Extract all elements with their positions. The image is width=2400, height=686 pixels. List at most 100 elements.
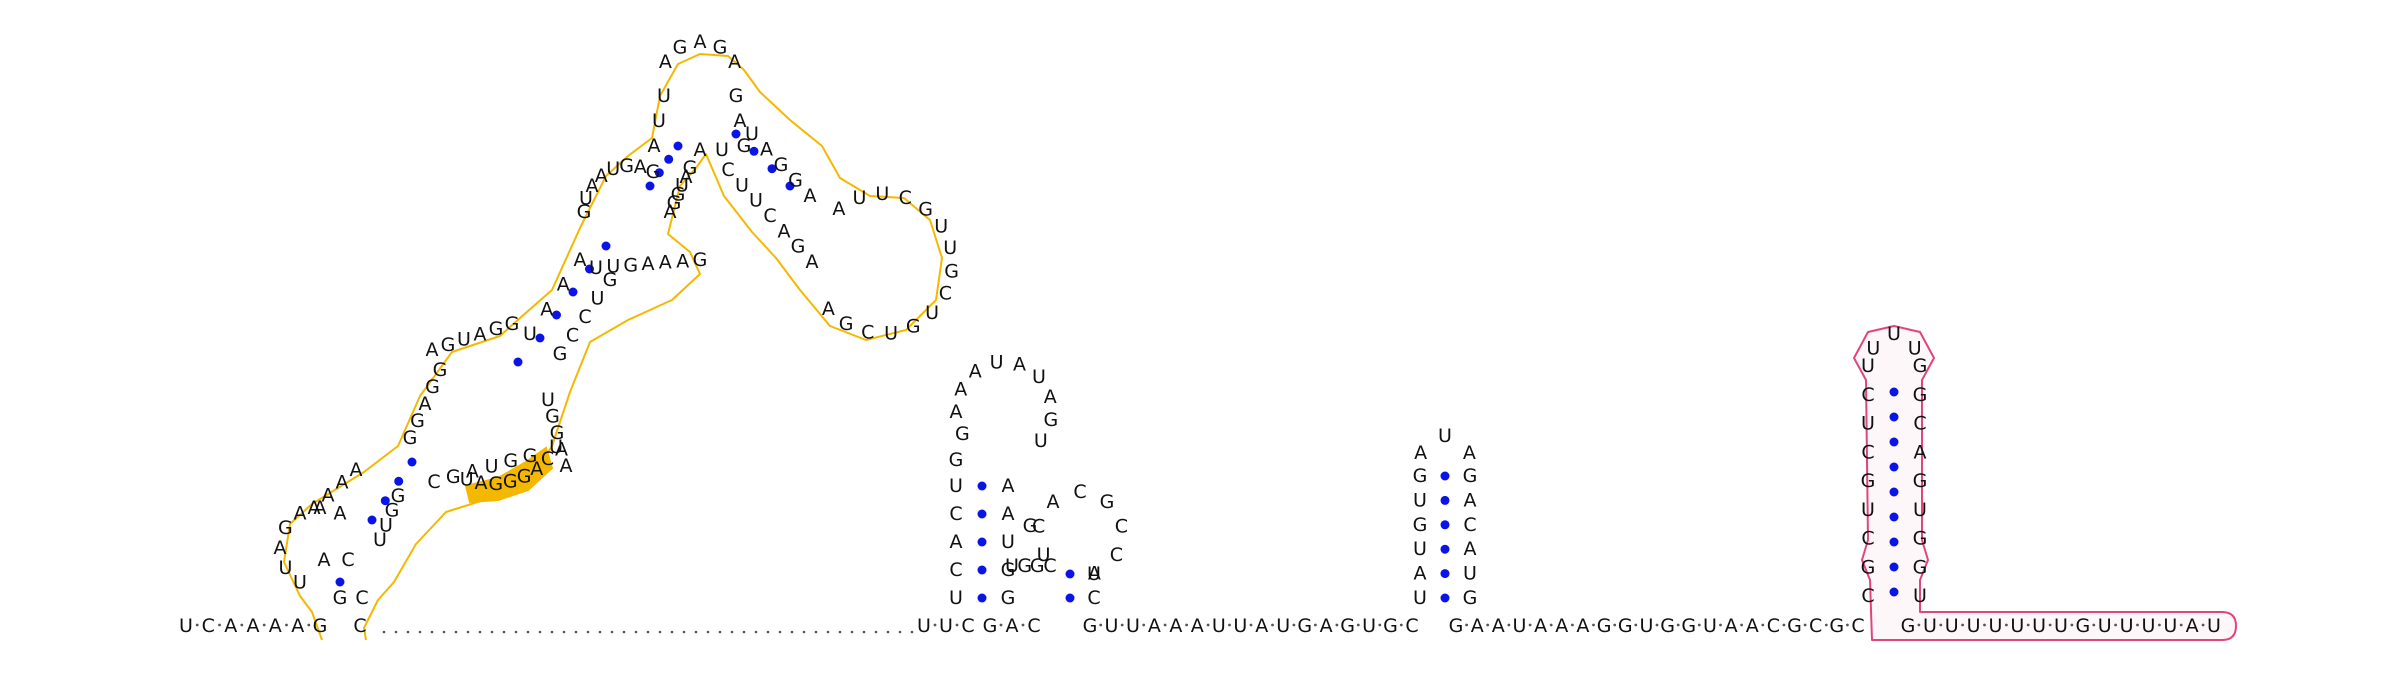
exterior-strand: G [1383, 615, 1398, 637]
hairpin-loop-3: U [852, 187, 866, 209]
stem-strand: U [949, 475, 963, 497]
linker-dot [622, 630, 626, 634]
stem-strand: U [485, 455, 499, 477]
base-pair-dot [654, 168, 664, 178]
stem-strand: G [671, 183, 686, 205]
nucleotide-closing-c: C [355, 587, 368, 609]
orange-domain-outline [283, 53, 943, 641]
hairpin-loop-5: A [1088, 563, 1101, 585]
stem-strand: A [574, 249, 587, 271]
base-pair-dot [1889, 587, 1899, 597]
linker-dot [418, 630, 422, 634]
exterior-strand: U [1126, 615, 1140, 637]
exterior-strand: A [1148, 615, 1161, 637]
exterior-strand: G [1449, 615, 1464, 637]
backbone-dot [1740, 623, 1743, 627]
backbone-dot [1697, 623, 1701, 627]
exterior-strand-3prime: U [2010, 615, 2024, 637]
exterior-strand: A [1191, 615, 1204, 637]
backbone-dot [1613, 623, 1617, 627]
internal-loop: A [634, 156, 647, 178]
multiloop: A [475, 472, 488, 494]
exterior-strand-5prime: A [269, 615, 282, 637]
stem-strand: A [1002, 475, 1015, 497]
linker-dot [766, 630, 770, 634]
base-pair-dot [1440, 495, 1450, 505]
stem-strand: G [791, 236, 806, 258]
base-pair-dot [407, 457, 417, 467]
exterior-strand: U [1703, 615, 1717, 637]
base-pair-dot [977, 537, 987, 547]
stem-strand: C [578, 306, 591, 328]
linker-dot [730, 630, 734, 634]
linker-dot [382, 630, 386, 634]
backbone-dot [2158, 623, 2161, 627]
linker-dot [550, 630, 554, 634]
stem-strand: C [566, 325, 579, 347]
stem-strand: G [505, 313, 520, 335]
hairpin-loop-3: U [884, 322, 898, 344]
exterior-strand-5prime: A [247, 615, 260, 637]
hairpin-loop-3: A [832, 198, 845, 220]
base-pair-dot [1889, 462, 1899, 472]
base-pair-dot [767, 164, 777, 174]
hairpin-loop-1: A [294, 502, 307, 524]
hairpin-loop-3: U [934, 216, 948, 238]
stem-strand: U [745, 123, 759, 145]
stem-strand: A [760, 139, 773, 161]
backbone-dot [240, 623, 244, 627]
base-pair-dot [673, 141, 683, 151]
backbone-dot [1507, 623, 1511, 627]
backbone-dot [195, 623, 199, 627]
exterior-strand: U [1362, 615, 1376, 637]
hairpin-loop-4: A [1044, 386, 1057, 408]
stem-strand: A [1464, 538, 1477, 560]
base-pair-dot [1889, 512, 1899, 522]
backbone-dots-layer [195, 623, 2205, 634]
stem-strand: G [1913, 556, 1928, 578]
exterior-strand-5prime: U [179, 615, 193, 637]
stem-strand: A [336, 472, 349, 494]
exterior-strand: U [939, 615, 953, 637]
nucleotide: G [949, 449, 964, 471]
base-pair-dot [1889, 412, 1899, 422]
hairpin-loop-1: A [274, 537, 287, 559]
exterior-strand-5prime: A [224, 615, 237, 637]
linker-dot [778, 630, 782, 634]
stem-strand: U [715, 139, 729, 161]
stem-strand: G [1913, 384, 1928, 406]
linker-dot [514, 630, 518, 634]
linker-dot [718, 630, 722, 634]
stem-strand: A [557, 274, 570, 296]
base-pair-dot [645, 181, 655, 191]
internal-loop: A [595, 165, 608, 187]
stem-strand: A [426, 339, 439, 361]
backbone-dot [1917, 623, 1921, 627]
hairpin-loop-3: G [918, 198, 933, 220]
hairpin-loop-7: U [1908, 338, 1922, 360]
stem-strand: G [737, 135, 752, 157]
nucleotide-2: C [341, 549, 354, 571]
hairpin-loop-5: A [1047, 491, 1060, 513]
exterior-strand-3prime: U [2207, 615, 2221, 637]
hairpin-loop-5: G [1100, 491, 1115, 513]
stem-strand: U [1005, 555, 1019, 577]
exterior-strand: G [1618, 615, 1633, 637]
backbone-dot [1803, 623, 1807, 627]
stem-strand: A [734, 110, 747, 132]
backbone-dot [1571, 623, 1574, 627]
exterior-strand: G [1083, 615, 1098, 637]
exterior-strand: G [1660, 615, 1675, 637]
stem-strand: A [1464, 489, 1477, 511]
base-pair-dot [1889, 387, 1899, 397]
base-pair-dot [367, 515, 377, 525]
linker-dot [406, 630, 410, 634]
hairpin-loop-7: U [1887, 323, 1901, 345]
stem-strand: G [693, 249, 708, 271]
linker-dot [826, 630, 830, 634]
exterior-strand-3prime: U [2120, 615, 2134, 637]
stem-strand: G [410, 410, 425, 432]
stem-strand: U [457, 329, 471, 351]
backbone-dot [1185, 623, 1188, 627]
